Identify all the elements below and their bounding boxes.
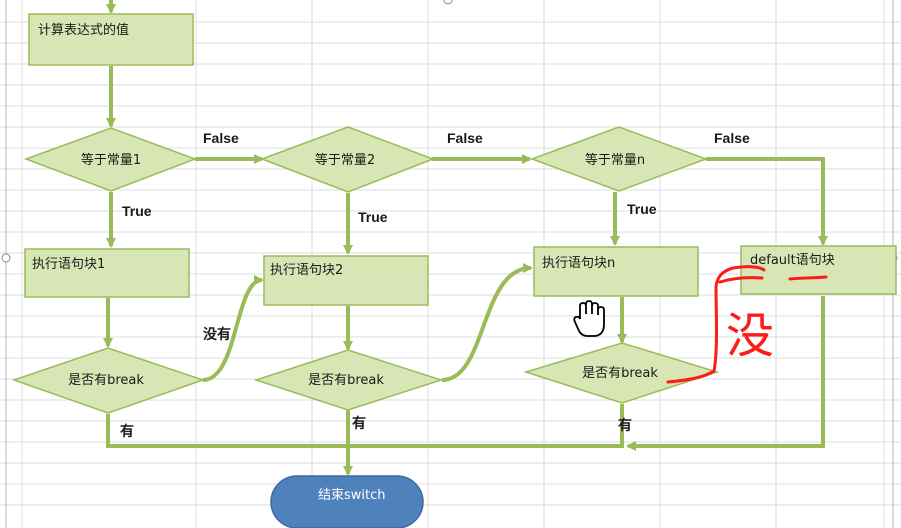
block-default: default语句块: [740, 245, 897, 295]
no-break-label: 没有: [203, 326, 231, 342]
cond1-label: 等于常量1: [81, 152, 141, 168]
false2-label: False: [447, 130, 483, 146]
edge-labels: False False False True True True 没有 有 有 …: [120, 130, 750, 439]
handwritten-annotation: 没: [726, 308, 774, 364]
block-1: 执行语句块1: [24, 248, 190, 298]
red-annotation: 没: [666, 265, 828, 384]
hand-cursor-icon: [573, 300, 605, 337]
decision-break1: 是否有break: [11, 347, 206, 414]
block1-label: 执行语句块1: [32, 257, 105, 272]
false1-label: False: [203, 130, 239, 146]
false3-label: False: [714, 130, 750, 146]
decision-cond2: 等于常量2: [259, 126, 436, 193]
truen-label: True: [627, 201, 657, 217]
block2-label: 执行语句块2: [270, 263, 343, 278]
decision-cond1: 等于常量1: [23, 127, 198, 192]
decision-break2: 是否有break: [253, 349, 444, 411]
break1-label: 是否有break: [68, 373, 144, 388]
yes2-label: 有: [352, 415, 366, 431]
node-evaluate: 计算表达式的值: [28, 13, 194, 66]
true2-label: True: [358, 209, 388, 225]
condn-label: 等于常量n: [585, 152, 645, 168]
terminal-end: 结束switch: [270, 475, 424, 528]
decision-condn: 等于常量n: [529, 126, 709, 192]
block-n: 执行语句块n: [533, 246, 699, 297]
flow-lines: [103, 0, 828, 476]
end-label: 结束switch: [318, 488, 386, 503]
yesn-label: 有: [618, 417, 632, 433]
true1-label: True: [122, 203, 152, 219]
breakn-label: 是否有break: [582, 366, 658, 381]
evaluate-label: 计算表达式的值: [38, 22, 129, 38]
cond2-label: 等于常量2: [315, 152, 375, 168]
blockn-label: 执行语句块n: [542, 256, 615, 271]
break2-label: 是否有break: [308, 373, 384, 388]
default-block-label: default语句块: [750, 253, 835, 268]
yes1-label: 有: [120, 423, 134, 439]
block-2: 执行语句块2: [263, 255, 429, 306]
decision-breakn: 是否有break: [523, 342, 720, 404]
